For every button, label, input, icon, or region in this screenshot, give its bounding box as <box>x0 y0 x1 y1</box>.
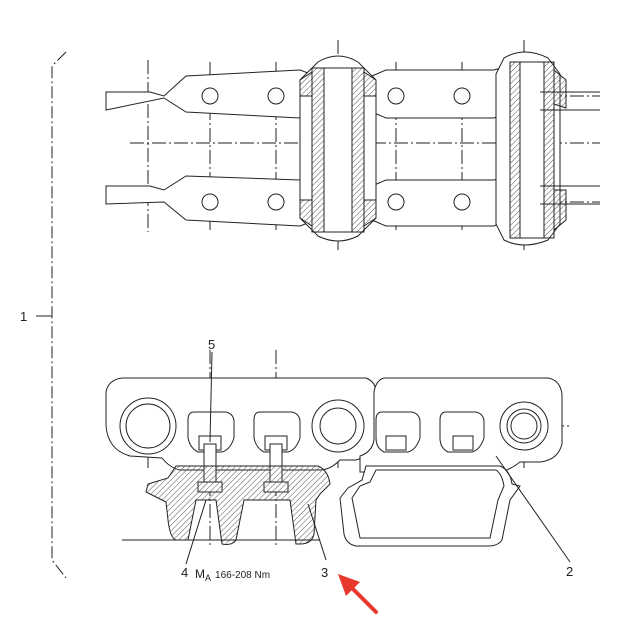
assembly-bracket <box>51 51 67 579</box>
callout-4: 4 <box>181 565 188 580</box>
red-arrow-icon <box>338 574 378 614</box>
callout-2: 2 <box>566 564 573 579</box>
torque-subscript: A <box>205 573 211 583</box>
chain-top-view <box>105 40 600 250</box>
callout-1: 1 <box>20 309 27 324</box>
chain-side-view <box>105 350 570 547</box>
callout-5: 5 <box>208 337 215 352</box>
callout-3: 3 <box>321 565 328 580</box>
torque-symbol: M <box>195 567 205 581</box>
torque-label: MA 166-208 Nm <box>195 567 270 583</box>
callout-leaders <box>185 351 571 565</box>
torque-value: 166-208 Nm <box>215 570 270 581</box>
